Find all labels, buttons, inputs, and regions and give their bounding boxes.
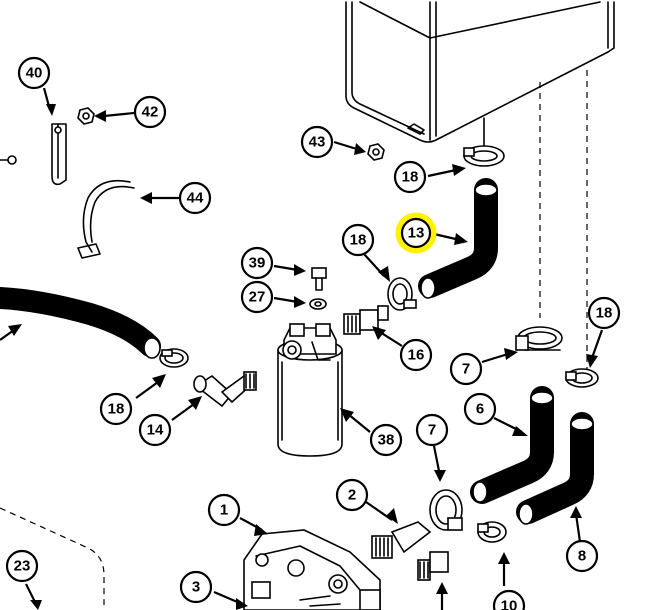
callout-18-mid: 18 bbox=[341, 223, 375, 257]
callout-label: 10 bbox=[501, 598, 518, 610]
callout-label: 8 bbox=[578, 548, 586, 565]
leader-lines bbox=[0, 87, 604, 610]
callout-42: 42 bbox=[133, 95, 167, 129]
hose-clamp-left bbox=[159, 348, 189, 368]
clip-part bbox=[51, 123, 67, 186]
hose-8 bbox=[516, 412, 594, 525]
hose-clamp-lower bbox=[477, 521, 507, 543]
callout-label: 44 bbox=[187, 190, 204, 207]
callout-44: 44 bbox=[178, 181, 212, 215]
callout-label: 16 bbox=[408, 347, 425, 364]
fitting-16 bbox=[343, 305, 389, 335]
hose-6 bbox=[470, 386, 554, 504]
hose-clamp-right bbox=[565, 368, 599, 388]
fuel-filter bbox=[277, 323, 343, 457]
callout-label: 43 bbox=[309, 134, 326, 151]
bolt-part bbox=[311, 267, 327, 291]
callout-2: 2 bbox=[335, 478, 369, 512]
callout-label: 40 bbox=[26, 65, 43, 82]
callout-label: 39 bbox=[249, 255, 266, 272]
hose-13 bbox=[418, 178, 498, 299]
callout-40: 40 bbox=[17, 56, 51, 90]
callout-3: 3 bbox=[179, 570, 213, 604]
callout-43: 43 bbox=[300, 125, 334, 159]
callout-label: 13 bbox=[408, 225, 425, 242]
hose-clamp-mid bbox=[387, 277, 417, 311]
band-clamp-lower bbox=[429, 489, 463, 531]
callout-14: 14 bbox=[138, 413, 172, 447]
callout-7-upper: 7 bbox=[449, 352, 483, 386]
callout-label: 23 bbox=[14, 558, 31, 575]
callout-6: 6 bbox=[463, 392, 497, 426]
callout-38: 38 bbox=[369, 423, 403, 457]
callout-23: 23 bbox=[5, 549, 39, 583]
callout-label: 7 bbox=[462, 361, 470, 378]
callout-label: 7 bbox=[428, 422, 436, 439]
callout-label: 14 bbox=[147, 422, 164, 439]
callout-13: 13 bbox=[395, 212, 437, 254]
callout-label: 1 bbox=[220, 502, 228, 519]
callout-label: 27 bbox=[249, 289, 266, 306]
callout-8: 8 bbox=[565, 539, 599, 573]
washer-part bbox=[309, 298, 327, 310]
callout-label: 2 bbox=[348, 487, 356, 504]
band-clamp-upper bbox=[515, 326, 563, 351]
callout-1: 1 bbox=[207, 493, 241, 527]
callout-27: 27 bbox=[240, 280, 274, 314]
callout-label: 18 bbox=[402, 169, 419, 186]
elbow-fitting bbox=[193, 371, 257, 408]
callout-label: 18 bbox=[350, 232, 367, 249]
callout-10: 10 bbox=[492, 589, 526, 610]
fitting-small bbox=[417, 551, 449, 581]
callout-18-top: 18 bbox=[393, 160, 427, 194]
fitting-2 bbox=[371, 521, 432, 559]
nut-43-part bbox=[367, 143, 385, 161]
bolt-left bbox=[0, 155, 17, 165]
callout-18-right: 18 bbox=[587, 296, 621, 330]
fuel-tank bbox=[345, 1, 615, 147]
cable-strap bbox=[77, 179, 135, 259]
hose-clamp-top bbox=[463, 145, 505, 167]
pump-part bbox=[243, 529, 381, 610]
callout-label: 38 bbox=[378, 432, 395, 449]
callout-7-lower: 7 bbox=[415, 413, 449, 447]
callout-label: 3 bbox=[192, 579, 200, 596]
callout-label: 42 bbox=[142, 104, 159, 121]
callout-16: 16 bbox=[399, 338, 433, 372]
callout-39: 39 bbox=[240, 246, 274, 280]
callout-label: 6 bbox=[476, 401, 484, 418]
callout-label: 18 bbox=[596, 305, 613, 322]
guide-lines bbox=[0, 70, 588, 610]
callout-18-left: 18 bbox=[99, 392, 133, 426]
long-hose bbox=[0, 287, 161, 359]
nut-part bbox=[77, 107, 95, 125]
callout-label: 18 bbox=[108, 401, 125, 418]
